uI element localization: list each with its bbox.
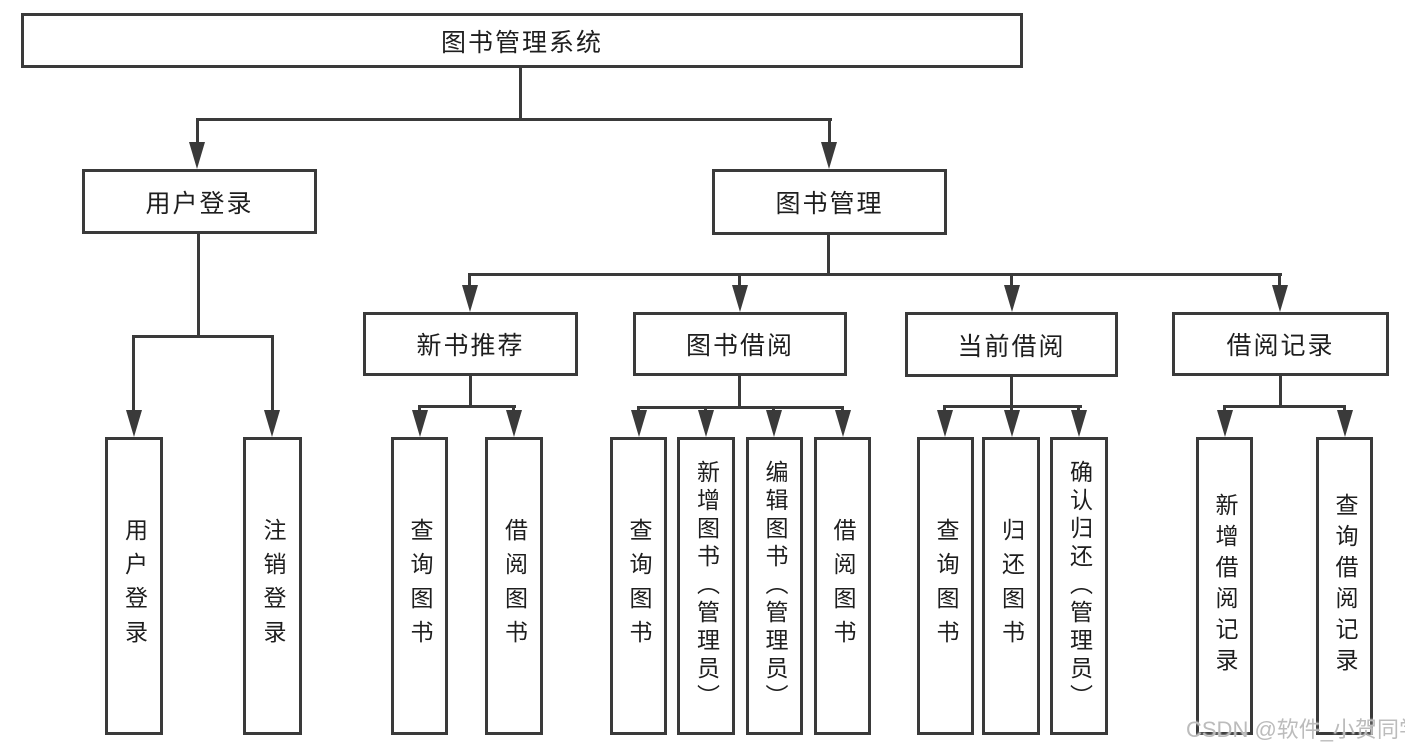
leaf-label: 借阅图书 [830, 518, 856, 654]
connector-arrow [506, 410, 522, 437]
connector-arrow [835, 410, 851, 437]
node-label: 当前借阅 [957, 332, 1066, 361]
connector-arrow [1217, 410, 1233, 437]
leaf-label: 查询图书 [407, 518, 433, 654]
connector-line [271, 338, 274, 411]
connector-line [738, 376, 741, 409]
connector-line [738, 276, 741, 287]
connector-arrow [698, 410, 714, 437]
connector-line [1010, 377, 1013, 408]
connector-line [196, 121, 199, 144]
node-label: 借阅记录 [1226, 332, 1335, 360]
node-label: 用户登录 [145, 189, 254, 218]
connector-line [1279, 376, 1282, 408]
leaf-label: 确认归还（管理员） [1066, 460, 1093, 712]
watermark: CSDN @软件_小贺同学 [1186, 717, 1405, 742]
node-new-book-recommend: 新书推荐 [363, 312, 578, 376]
connector-line [828, 121, 831, 144]
connector-line [943, 407, 946, 412]
connector-line [1010, 407, 1013, 412]
connector-arrow [1337, 410, 1353, 437]
connector-arrow [1071, 410, 1087, 437]
leaf-current-query-books: 查询图书 [917, 437, 974, 735]
node-root: 图书管理系统 [21, 13, 1023, 68]
connector-arrow [821, 142, 837, 169]
connector-line [943, 405, 1082, 408]
connector-line [1278, 276, 1281, 287]
connector-arrow [732, 285, 748, 312]
connector-line [1343, 407, 1346, 412]
connector-line [827, 235, 830, 275]
connector-line [469, 376, 472, 408]
connector-line [196, 118, 832, 121]
connector-arrow [766, 410, 782, 437]
node-borrow-records: 借阅记录 [1172, 312, 1389, 376]
leaf-label: 新增借阅记录 [1212, 493, 1238, 679]
connector-line [1077, 407, 1080, 412]
connector-arrow [126, 410, 142, 437]
connector-arrow [462, 285, 478, 312]
leaf-user-login: 用户登录 [105, 437, 163, 735]
connector-line [132, 335, 274, 338]
leaf-records-query-borrow-record: 查询借阅记录 [1316, 437, 1373, 735]
connector-arrow [264, 410, 280, 437]
connector-arrow [189, 142, 205, 169]
connector-line [637, 406, 844, 409]
connector-arrow [1272, 285, 1288, 312]
leaf-label: 查询图书 [933, 518, 959, 654]
leaf-logout-login: 注销登录 [243, 437, 302, 735]
node-book-borrow: 图书借阅 [633, 312, 847, 376]
connector-line [418, 405, 516, 408]
leaf-borrow-edit-books-admin: 编辑图书（管理员） [746, 437, 803, 735]
leaf-borrow-borrow-books: 借阅图书 [814, 437, 871, 735]
leaf-label: 用户登录 [121, 518, 148, 654]
leaf-label: 归还图书 [998, 518, 1025, 654]
leaf-label: 注销登录 [260, 518, 286, 654]
leaf-label: 查询图书 [626, 518, 652, 654]
connector-line [468, 273, 1282, 276]
connector-line [132, 338, 135, 411]
leaf-recommend-borrow-books: 借阅图书 [485, 437, 543, 735]
leaf-current-return-books: 归还图书 [982, 437, 1040, 735]
leaf-current-confirm-return-admin: 确认归还（管理员） [1050, 437, 1108, 735]
leaf-borrow-query-books: 查询图书 [610, 437, 667, 735]
connector-arrow [937, 410, 953, 437]
connector-arrow [631, 410, 647, 437]
node-label: 图书借阅 [685, 332, 794, 360]
leaf-label: 借阅图书 [501, 518, 528, 654]
connector-line [519, 68, 522, 120]
connector-line [1010, 276, 1013, 287]
leaf-borrow-add-books-admin: 新增图书（管理员） [677, 437, 735, 735]
leaf-label: 查询借阅记录 [1332, 493, 1358, 679]
connector-line [468, 276, 471, 287]
leaf-label: 编辑图书（管理员） [762, 460, 788, 712]
node-label: 图书管理系统 [440, 28, 603, 57]
node-label: 图书管理 [775, 190, 884, 218]
leaf-recommend-query-books: 查询图书 [391, 437, 448, 735]
connector-arrow [412, 410, 428, 437]
connector-line [197, 234, 200, 337]
node-current-borrow: 当前借阅 [905, 312, 1118, 377]
connector-line [1223, 405, 1346, 408]
leaf-label: 新增图书（管理员） [693, 460, 720, 712]
connector-arrow [1004, 285, 1020, 312]
node-label: 新书推荐 [416, 332, 525, 360]
node-user-login: 用户登录 [82, 169, 317, 234]
connector-line [1223, 407, 1226, 412]
node-book-management: 图书管理 [712, 169, 947, 235]
leaf-records-add-borrow-record: 新增借阅记录 [1196, 437, 1253, 735]
connector-arrow [1004, 410, 1020, 437]
